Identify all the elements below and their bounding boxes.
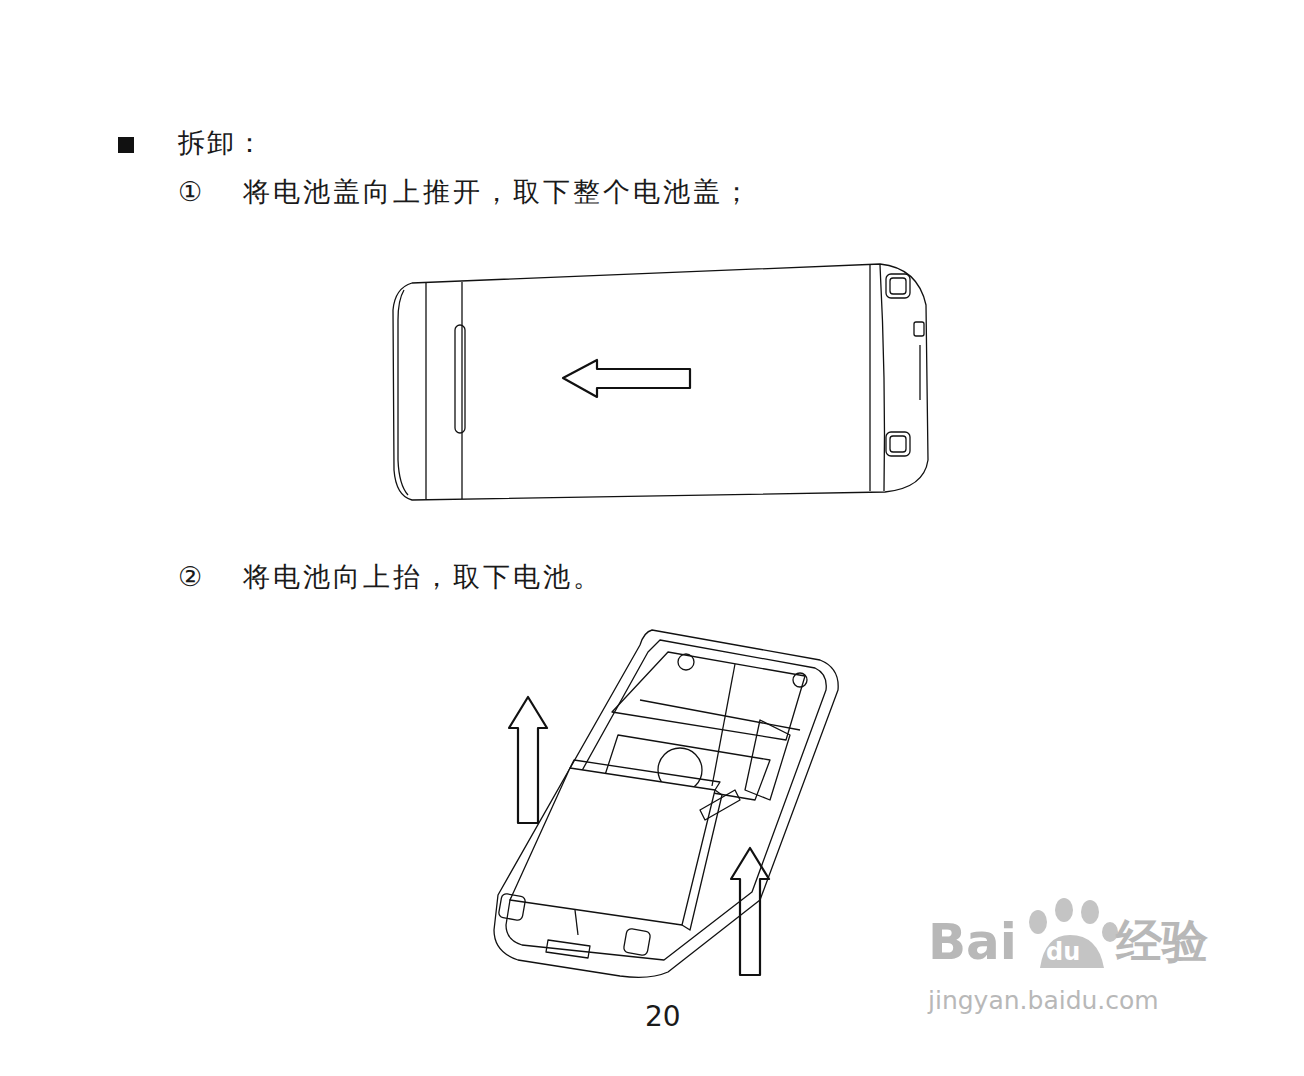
lift-arrow [509, 697, 547, 823]
watermark: 经验 [1116, 914, 1208, 969]
phone-open-figure [494, 630, 838, 977]
watermark-logo [1029, 898, 1118, 968]
watermark: Bai [928, 912, 1017, 972]
step-number: ① [178, 176, 202, 208]
step-number: ② [178, 561, 202, 593]
lift-arrow [731, 848, 769, 975]
phone-back-figure [393, 264, 928, 500]
watermark: jingyan.baidu.com [928, 986, 1159, 1016]
step-text: 将电池向上抬，取下电池。 [243, 561, 603, 593]
watermark: du [1046, 938, 1080, 967]
step-text: 将电池盖向上推开，取下整个电池盖； [243, 176, 753, 208]
section-heading: 拆卸： [178, 127, 265, 159]
bullet-square [118, 137, 134, 153]
direction-arrow [563, 360, 690, 397]
battery [510, 768, 715, 925]
page-number: 20 [645, 1000, 681, 1034]
